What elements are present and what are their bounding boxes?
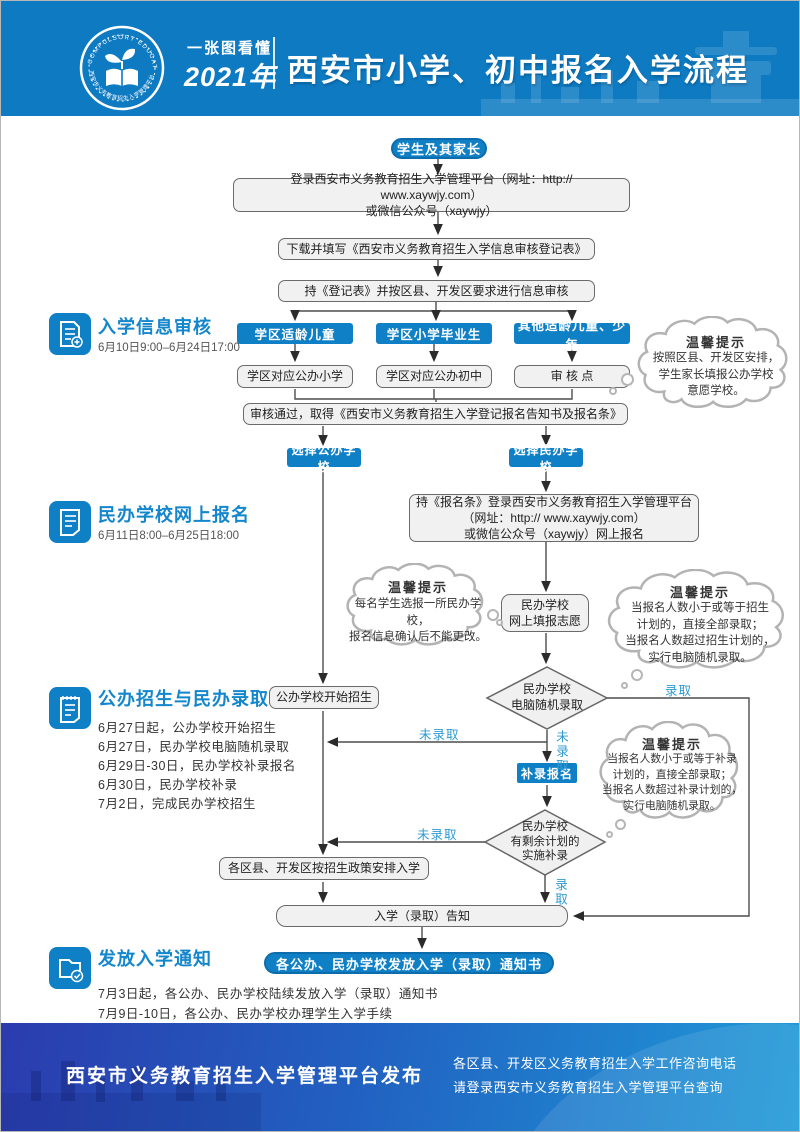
flow-volunteer-box: 民办学校网上填报志愿 (501, 594, 589, 632)
flow-pass-box: 审核通过，取得《西安市义务教育招生入学登记报名告知书及报名条》 (243, 403, 628, 425)
section-admission-line: 6月29日-30日，民办学校补录报名 (98, 759, 296, 773)
target-public-junior-box: 学区对应公办初中 (376, 365, 492, 388)
label-not-admitted-left2: 未录取 (417, 828, 458, 842)
flow-notify-box: 入学（录取）告知 (276, 905, 568, 927)
section-date-private-signup: 6月11日8:00–6月25日18:00 (98, 530, 240, 542)
section-title-admission: 公办招生与民办录取 (98, 689, 269, 709)
footer-note-line2: 请登录西安市义务教育招生入学管理平台查询 (453, 1080, 724, 1095)
flow-submit-box: 持《登记表》并按区县、开发区要求进行信息审核 (278, 280, 595, 302)
document-plus-icon (49, 313, 91, 355)
tip-bubble-bulu-rule: 温馨提示 当报名人数小于或等于补录计划的，直接全部录取；当报名人数超过补录计划的… (599, 721, 745, 823)
flow-issue-pill: 各公办、民办学校发放入学（录取）通知书 (264, 952, 554, 974)
flow-start-node: 学生及其家长 (391, 138, 487, 159)
label-admitted-vertical: 录取 (553, 878, 567, 907)
tip-bubble-public-wish: 温馨提示 按照区县、开发区安排，学生家长填报公办学校意愿学校。 (637, 316, 795, 412)
flow-download-box: 下载并填写《西安市义务教育招生入学信息审核登记表》 (278, 238, 595, 260)
section-admission-line: 7月2日，完成民办学校招生 (98, 797, 256, 811)
footer-band (1, 1023, 799, 1131)
tip-bubble-one-school: 温馨提示 每名学生选报一所民办学校，报名信息确认后不能更改。 (346, 563, 490, 649)
branch-other-children: 其他适龄儿童、少年 (514, 319, 630, 352)
diamond-supplementary-admission: 民办学校 有剩余计划的 实施补录 (510, 820, 580, 863)
notepad-icon (49, 687, 91, 729)
document-icon (49, 501, 91, 543)
branch-primary-graduates: 学区小学毕业生 (376, 323, 492, 344)
section-notice-line: 7月9日-10日，各公办、民办学校办理学生入学手续 (98, 1007, 393, 1021)
tip-bubble-random-rule: 温馨提示 当报名人数小于或等于招生计划的，直接全部录取；当报名人数超过招生计划的… (607, 569, 793, 673)
section-admission-line: 6月27日起，公办学校开始招生 (98, 721, 277, 735)
diamond-random-admission: 民办学校 电脑随机录取 (510, 681, 583, 712)
header-badge-line1: 一张图看懂 (187, 40, 273, 57)
label-not-admitted-left1: 未录取 (419, 728, 460, 742)
target-public-primary-box: 学区对应公办小学 (237, 365, 353, 388)
section-admission-line: 6月27日，民办学校电脑随机录取 (98, 740, 290, 754)
section-title-private-signup: 民办学校网上报名 (98, 505, 250, 525)
flow-login-box: 登录西安市义务教育招生入学管理平台（网址：http:// www.xaywjy.… (233, 172, 630, 218)
section-date-review: 6月10日9:00–6月24日17:00 (98, 342, 240, 354)
section-title-notice: 发放入学通知 (98, 949, 212, 969)
label-not-admitted-vertical: 未录取 (554, 730, 568, 774)
page-title: 西安市小学、初中报名入学流程 (287, 53, 749, 88)
choose-public-label: 选择公办学校 (287, 443, 361, 474)
platform-logo: COMPULSORY EDUCATION 西安市义务教育招生入学管理平台 (79, 25, 165, 111)
branch-district-children: 学区适龄儿童 (237, 323, 353, 344)
footer-note-line1: 各区县、开发区义务教育招生入学工作咨询电话 (453, 1056, 737, 1071)
target-review-point-box: 审 核 点 (514, 365, 630, 388)
folder-check-icon (49, 947, 91, 989)
section-notice-line: 7月3日起，各公办、民办学校陆续发放入学（录取）通知书 (98, 987, 438, 1001)
footer-publisher: 西安市义务教育招生入学管理平台发布 (66, 1066, 424, 1087)
flow-arrange-box: 各区县、开发区按招生政策安排入学 (219, 857, 429, 880)
label-admitted-right: 录取 (665, 684, 693, 698)
choose-private-label: 选择民办学校 (509, 443, 583, 474)
section-title-review: 入学信息审核 (98, 317, 212, 337)
bulu-signup-box: 补录报名 (517, 763, 577, 783)
header-divider (273, 37, 275, 89)
flow-public-start-box: 公办学校开始招生 (269, 686, 379, 709)
header-badge-line2: 2021年 (184, 62, 277, 92)
header-band: COMPULSORY EDUCATION 西安市义务教育招生入学管理平台 一张图… (1, 1, 799, 116)
header-skyline (481, 99, 799, 116)
flow-baotiao-box: 持《报名条》登录西安市义务教育招生入学管理平台 （网址：http:// www.… (409, 494, 699, 542)
section-admission-line: 6月30日，民办学校补录 (98, 778, 238, 792)
